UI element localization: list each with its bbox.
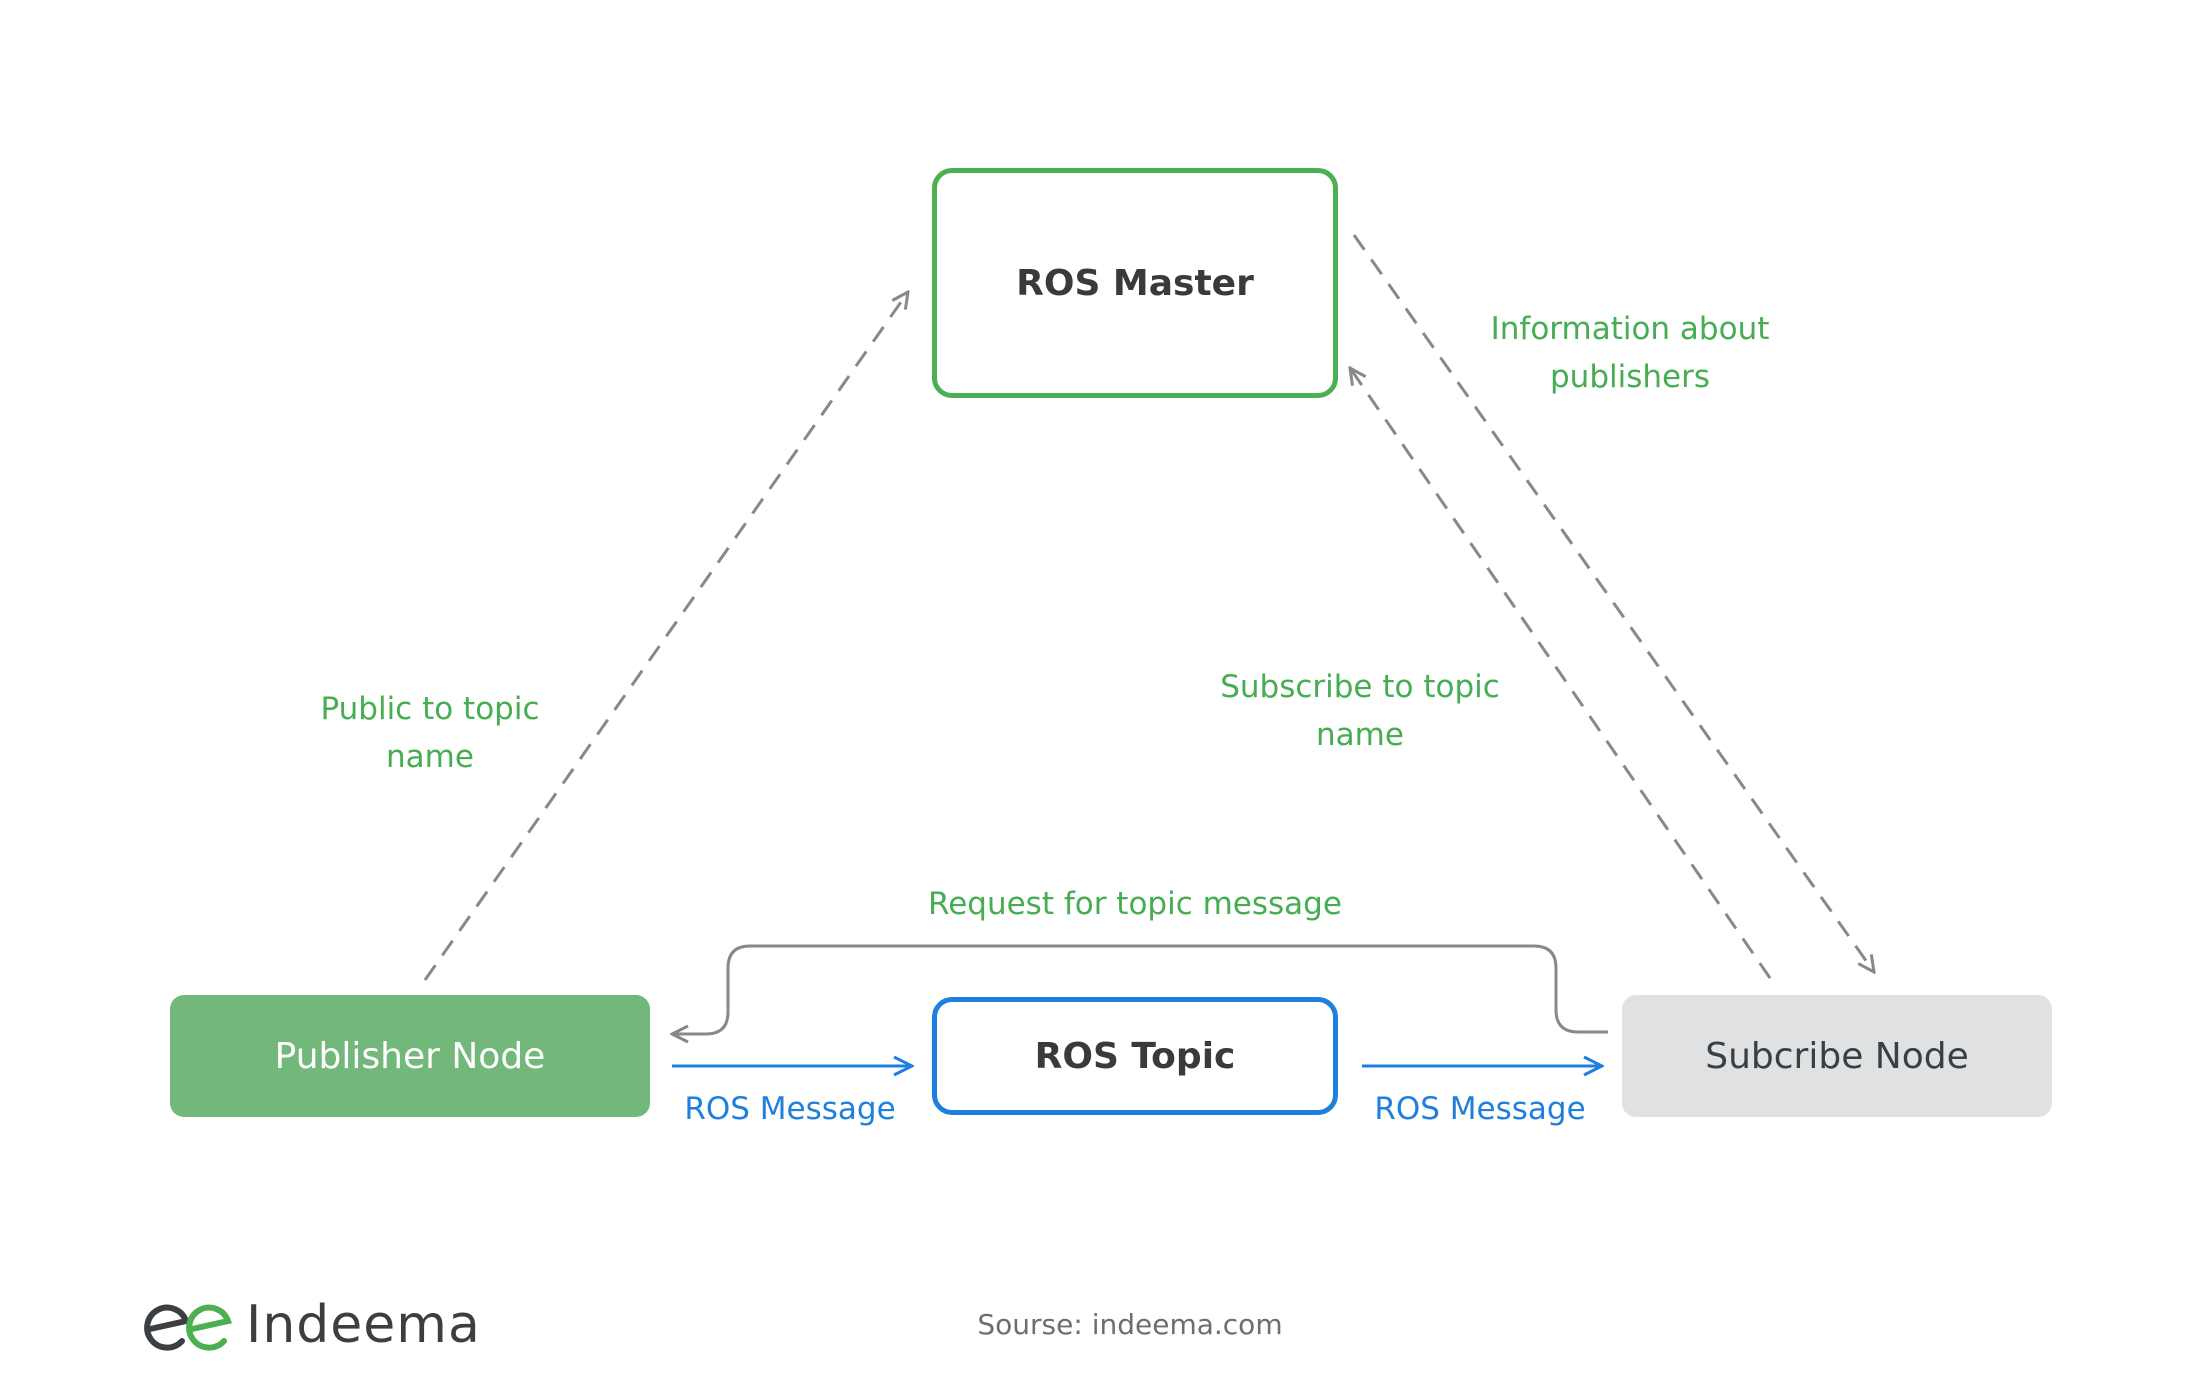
publish-arrow bbox=[423, 292, 908, 981]
subscribe-node-label: Subcribe Node bbox=[1705, 1035, 1969, 1077]
message-right-label: ROS Message bbox=[1374, 1091, 1586, 1127]
ros-master-node: ROS Master bbox=[932, 168, 1338, 398]
indeema-logo: Indeema bbox=[142, 1290, 481, 1360]
subscribe-edge-label: Subscribe to topic name bbox=[1220, 669, 1500, 753]
publish-edge-label: Public to topic name bbox=[320, 691, 540, 775]
publisher-node: Publisher Node bbox=[170, 995, 650, 1117]
source-credit: Sourse: indeema.com bbox=[977, 1308, 1283, 1341]
info-arrow bbox=[1352, 234, 1874, 972]
logo-text: Indeema bbox=[246, 1295, 481, 1355]
ros-master-label: ROS Master bbox=[1016, 262, 1254, 304]
subscribe-arrow bbox=[1350, 368, 1772, 979]
logo-mark-icon bbox=[144, 1304, 232, 1351]
request-edge-label: Request for topic message bbox=[928, 886, 1342, 922]
message-left-label: ROS Message bbox=[684, 1091, 896, 1127]
info-edge-label: Information about publishers bbox=[1490, 311, 1770, 395]
subscribe-node: Subcribe Node bbox=[1622, 995, 2052, 1117]
request-arrow bbox=[672, 944, 1608, 1034]
ros-topic-node: ROS Topic bbox=[932, 997, 1338, 1115]
ros-topic-label: ROS Topic bbox=[1034, 1035, 1236, 1077]
publisher-node-label: Publisher Node bbox=[274, 1035, 546, 1077]
